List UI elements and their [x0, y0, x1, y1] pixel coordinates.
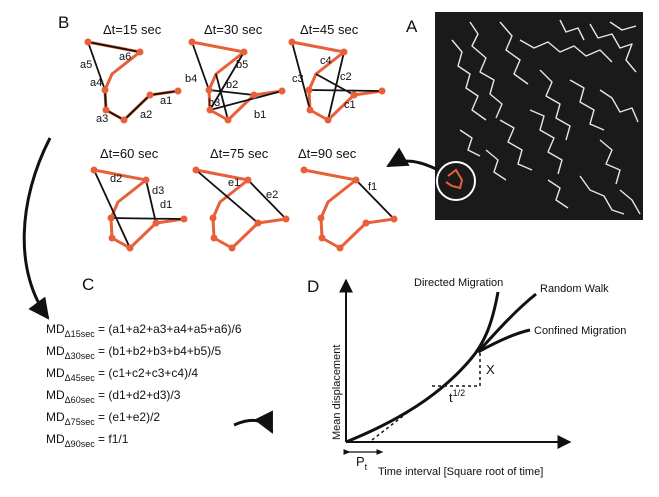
track-dt90: f1 [301, 167, 398, 252]
interval-title-15: Δt=15 sec [103, 22, 162, 37]
formula-md-75: MDΔ75sec = (e1+e2)/2 [46, 410, 160, 424]
segment-label: b2 [226, 79, 238, 91]
interval-title-90: Δt=90 sec [298, 146, 357, 161]
segment-label: c4 [320, 55, 332, 67]
segment-label: b1 [254, 109, 266, 121]
x-axis-label: Time interval [Square root of time] [378, 466, 543, 478]
formula-md-45: MDΔ45sec = (c1+c2+c3+c4)/4 [46, 366, 198, 380]
segment-label: f1 [368, 181, 377, 193]
panel-label-b: B [58, 13, 69, 32]
segment-label: c2 [340, 71, 352, 83]
formula-md-60: MDΔ60sec = (d1+d2+d3)/3 [46, 388, 180, 402]
y-axis-label: Mean displacement [331, 345, 343, 440]
segment-label: e1 [228, 177, 240, 189]
panel-label-d: D [307, 277, 319, 296]
pt-label: Pt [356, 454, 368, 472]
slope-x-label: t1/2 [449, 388, 465, 405]
segment-label: c3 [292, 73, 304, 85]
arrow-c-to-d [234, 420, 272, 432]
interval-title-60: Δt=60 sec [100, 146, 159, 161]
panel-label-c: C [82, 275, 94, 294]
displacement-lines [292, 42, 382, 120]
panel-d-plot [346, 280, 570, 452]
segment-label: d2 [110, 173, 122, 185]
curve-random-walk [478, 294, 536, 352]
panel-a-image [435, 12, 643, 220]
track-dt60: d1 d2 d3 [91, 167, 188, 252]
label-confined-migration: Confined Migration [534, 325, 626, 337]
segment-label: b5 [236, 59, 248, 71]
arrow-a-to-b [388, 161, 438, 170]
slope-y-label: X [486, 362, 495, 377]
segment-label: c1 [344, 99, 356, 111]
segment-label: a4 [90, 77, 102, 89]
interval-title-45: Δt=45 sec [300, 22, 359, 37]
track-dt45: c1 c2 c3 c4 [289, 39, 386, 124]
formula-md-90: MDΔ90sec = f1/1 [46, 432, 128, 446]
segment-label: b3 [208, 97, 220, 109]
formula-md-30: MDΔ30sec = (b1+b2+b3+b4+b5)/5 [46, 344, 221, 358]
track-dt15: a1 a2 a3 a4 a5 a6 [80, 39, 182, 126]
label-random-walk: Random Walk [540, 283, 609, 295]
curve-directed-migration [346, 292, 498, 442]
segment-label: a1 [160, 95, 172, 107]
arrow-b-to-c [24, 138, 50, 318]
segment-label: b4 [185, 73, 197, 85]
segment-label: d3 [152, 185, 164, 197]
segment-label: a6 [119, 51, 131, 63]
segment-label: a2 [140, 109, 152, 121]
segment-label: d1 [160, 199, 172, 211]
track-path [304, 170, 394, 248]
panel-label-a: A [406, 17, 418, 36]
interval-title-75: Δt=75 sec [210, 146, 269, 161]
track-dt75: e1 e2 [193, 167, 290, 252]
interval-title-30: Δt=30 sec [204, 22, 263, 37]
track-dt30: b1 b2 b3 b4 b5 [185, 39, 286, 124]
trajectory-image-background [435, 12, 643, 220]
segment-label: a5 [80, 59, 92, 71]
formula-md-15: MDΔ15sec = (a1+a2+a3+a4+a5+a6)/6 [46, 322, 242, 336]
segment-label: a3 [96, 113, 108, 125]
label-directed-migration: Directed Migration [414, 277, 503, 289]
segment-label: e2 [266, 189, 278, 201]
